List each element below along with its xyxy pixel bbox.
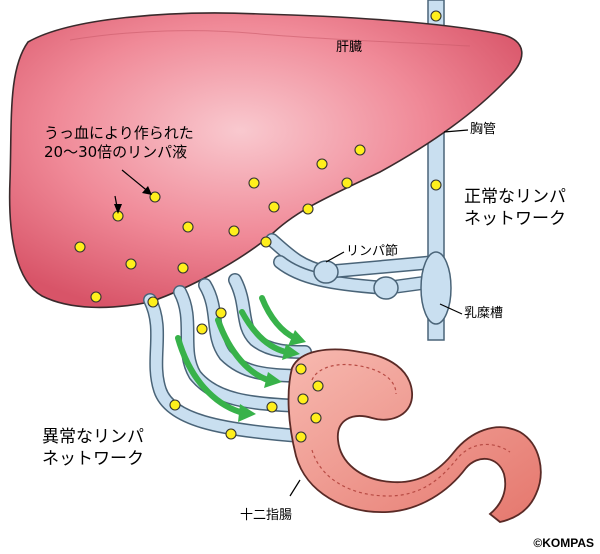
abnormal-network-caption-line2: ネットワーク	[42, 449, 144, 470]
abnormal-network-caption: 異常なリンパ ネットワーク	[42, 426, 144, 470]
copyright-mark: ©KOMPAS	[533, 536, 594, 550]
duodenum-label: 十二指腸	[240, 508, 293, 523]
congested-lymph-caption: うっ血により作られた 20～30倍のリンパ液	[44, 124, 194, 162]
congested-lymph-caption-line2: 20～30倍のリンパ液	[44, 142, 188, 161]
abnormal-network-caption-line1: 異常なリンパ	[42, 427, 144, 447]
normal-network-caption: 正常なリンパ ネットワーク	[464, 186, 566, 230]
thoracic-duct-label: 胸管	[470, 122, 497, 137]
lymph-flow-arrows	[175, 295, 298, 415]
normal-network-caption-line1: 正常なリンパ	[464, 187, 566, 207]
congested-lymph-caption-line1: うっ血により作られた	[44, 124, 194, 142]
liver-fold-line	[69, 30, 471, 47]
leader-arrowheads	[114, 186, 152, 214]
lymph-node-label: リンパ節	[346, 244, 399, 259]
lymph-flow-arrowheads	[238, 330, 306, 422]
duodenum	[287, 348, 542, 523]
cisterna-chyli	[420, 251, 452, 325]
liver-label: 肝臓	[336, 40, 363, 55]
cisterna-chyli-label: 乳糜槽	[464, 306, 504, 321]
abnormal-lymph-network	[143, 273, 312, 443]
liver	[8, 12, 523, 309]
normal-network-caption-line2: ネットワーク	[464, 209, 566, 230]
lymph-particles	[74, 10, 442, 443]
lymph-nodes	[313, 260, 399, 300]
